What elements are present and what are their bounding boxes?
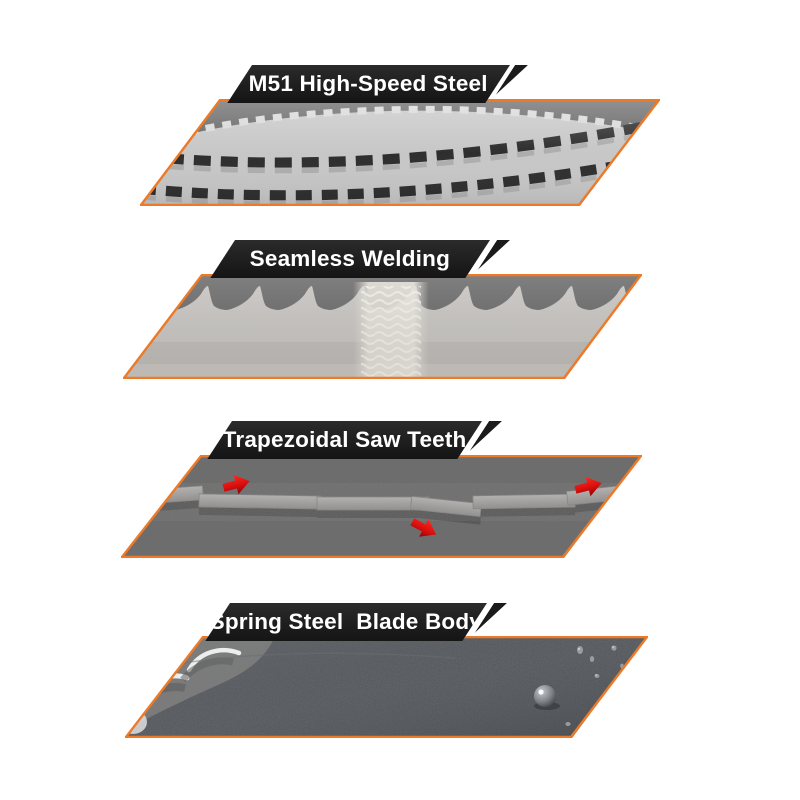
photo-content <box>121 455 642 558</box>
orange-border <box>123 274 642 379</box>
photo-weld-seam <box>123 274 642 379</box>
feature-banner: Spring Steel Blade Body <box>205 603 487 641</box>
photo-bandsaw-teeth-closeup <box>140 99 660 206</box>
feature-banner: M51 High-Speed Steel <box>227 65 510 103</box>
photo-content <box>123 274 642 379</box>
orange-border <box>125 636 648 738</box>
water-droplets <box>534 645 624 730</box>
feature-banner: Trapezoidal Saw Teeth <box>207 421 482 459</box>
water-droplet-large <box>534 685 556 707</box>
feature-label: Trapezoidal Saw Teeth <box>222 427 467 452</box>
feature-banner: Seamless Welding <box>210 240 490 278</box>
orange-border <box>140 99 660 206</box>
photo-content <box>140 99 660 206</box>
photo-tooth-set-top-view <box>121 455 642 558</box>
feature-label: Spring Steel Blade Body <box>209 609 483 634</box>
feature-label: M51 High-Speed Steel <box>249 71 489 96</box>
photo-content <box>125 636 648 738</box>
photo-blade-body-surface <box>125 636 648 738</box>
orange-border <box>121 455 642 558</box>
feature-label: Seamless Welding <box>249 246 451 271</box>
blade-segments <box>121 482 642 525</box>
